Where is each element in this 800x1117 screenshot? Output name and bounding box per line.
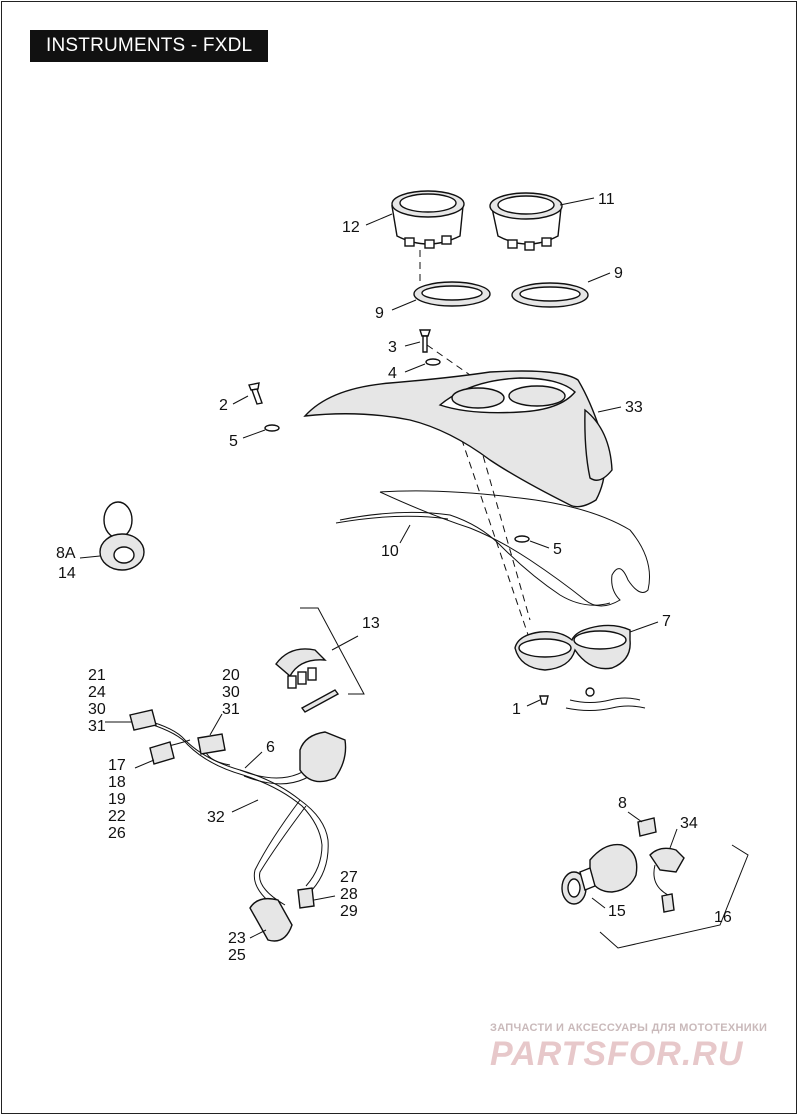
trim-ring-9-right[interactable] (511, 282, 589, 308)
label-34: 34 (680, 815, 698, 832)
label-13: 13 (362, 615, 380, 632)
bracket-16 (599, 844, 749, 949)
gauge-11[interactable] (489, 192, 563, 251)
label-28: 28 (340, 886, 358, 903)
label-25: 25 (228, 947, 246, 964)
label-26: 26 (108, 825, 126, 842)
label-27: 27 (340, 869, 358, 886)
screw-1[interactable] (539, 695, 549, 705)
washer-5-right[interactable] (514, 535, 530, 543)
label-24: 24 (88, 684, 106, 701)
label-15: 15 (608, 903, 626, 920)
connector-17-26[interactable] (149, 741, 175, 765)
gauge-housing-7[interactable] (514, 624, 646, 711)
label-9-left: 9 (375, 305, 384, 322)
label-3: 3 (388, 339, 397, 356)
label-5-right: 5 (553, 541, 562, 558)
callout-labels: 12 11 9 9 3 4 2 5 33 10 5 8A 14 13 7 1 2… (56, 191, 732, 964)
console-33[interactable] (303, 370, 613, 508)
label-10: 10 (381, 543, 399, 560)
gasket-10[interactable] (335, 490, 651, 607)
label-31-right: 31 (222, 701, 240, 718)
label-2: 2 (219, 397, 228, 414)
connector-23-25[interactable] (249, 897, 293, 942)
label-33: 33 (625, 399, 643, 416)
watermark-logo: PARTSFOR.RU (490, 1035, 744, 1073)
label-30-right: 30 (222, 684, 240, 701)
screw-2[interactable] (248, 382, 263, 405)
washer-4[interactable] (425, 358, 441, 366)
ring-terminal-8a-14[interactable] (99, 501, 145, 571)
label-1: 1 (512, 701, 521, 718)
trim-ring-9-left[interactable] (413, 281, 491, 307)
ignition-switch-15[interactable] (561, 843, 638, 905)
label-6: 6 (266, 739, 275, 756)
label-12: 12 (342, 219, 360, 236)
label-16: 16 (714, 909, 732, 926)
connector-6[interactable] (299, 731, 347, 783)
label-8a: 8A (56, 545, 76, 562)
label-18: 18 (108, 774, 126, 791)
label-14: 14 (58, 565, 76, 582)
wiring-harness-32[interactable] (144, 719, 329, 911)
label-9-right: 9 (614, 265, 623, 282)
label-20: 20 (222, 667, 240, 684)
label-8: 8 (618, 795, 627, 812)
gauge-12[interactable] (391, 190, 465, 249)
label-32: 32 (207, 809, 225, 826)
page-title: INSTRUMENTS - FXDL (30, 30, 269, 62)
label-11: 11 (598, 191, 615, 208)
label-17: 17 (108, 757, 126, 774)
leader-lines (79, 197, 678, 939)
connector-20-31[interactable] (197, 733, 226, 755)
label-5-left: 5 (229, 433, 238, 450)
label-30-left: 30 (88, 701, 106, 718)
watermark-tagline: ЗАПЧАСТИ И АКСЕССУАРЫ ДЛЯ МОТОТЕХНИКИ (490, 1022, 768, 1034)
label-21: 21 (88, 667, 106, 684)
lock-cylinder-34[interactable] (649, 847, 685, 913)
washer-5-left[interactable] (264, 424, 280, 432)
label-4: 4 (388, 365, 397, 382)
connector-21-24[interactable] (129, 709, 157, 731)
label-29: 29 (340, 903, 358, 920)
label-19: 19 (108, 791, 126, 808)
clip-8[interactable] (637, 817, 657, 837)
label-22: 22 (108, 808, 126, 825)
screw-3[interactable] (419, 329, 431, 353)
label-7: 7 (662, 613, 671, 630)
connector-13[interactable] (275, 648, 340, 713)
label-31-left: 31 (88, 718, 106, 735)
bracket-13 (300, 607, 365, 695)
connector-27-29[interactable] (297, 887, 315, 909)
label-23: 23 (228, 930, 246, 947)
